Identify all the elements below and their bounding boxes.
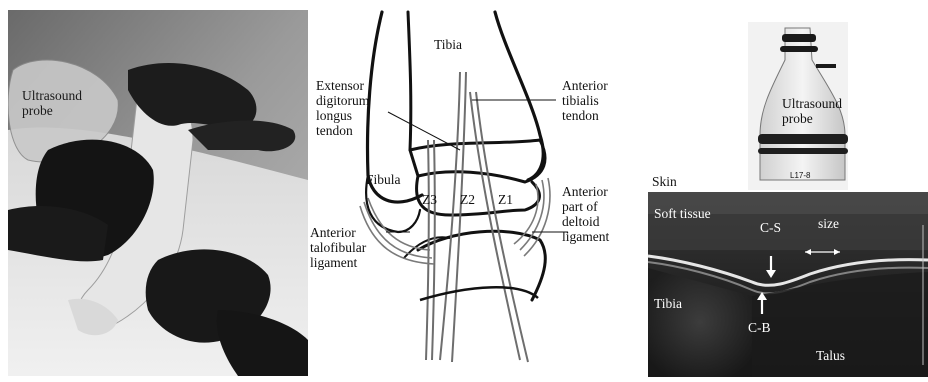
us-cs-label: C-S xyxy=(760,220,781,235)
probe-cable-band-1 xyxy=(782,34,816,42)
diagram-anterior-tibialis-label: Anterior tibialis tendon xyxy=(562,78,608,123)
us-soft-tissue-label: Soft tissue xyxy=(654,206,711,221)
talus-underside xyxy=(420,287,538,300)
tendon-tibialis-1 xyxy=(470,92,520,360)
examination-photo xyxy=(8,10,308,376)
us-probe-label: Ultrasound probe xyxy=(782,96,842,126)
diagram-talofibular-label: Anterior talofibular ligament xyxy=(310,225,366,270)
us-cb-label: C-B xyxy=(748,320,771,335)
us-skin-label: Skin xyxy=(652,174,677,189)
photo-probe-label: Ultrasound probe xyxy=(22,88,82,118)
probe-rubber-ring xyxy=(758,134,848,144)
us-talus-label: Talus xyxy=(816,348,845,363)
tibia-medial-edge xyxy=(495,12,543,180)
pointer-extensor xyxy=(388,112,460,150)
ankle-anatomy-diagram: Tibia Extensor digitorum longus tendon A… xyxy=(300,0,640,377)
zone-z3-label: Z3 xyxy=(422,192,437,207)
probe-rubber-ring-2 xyxy=(758,148,848,154)
diagram-tibia-label: Tibia xyxy=(434,37,462,52)
photo-panel: Ultrasound probe xyxy=(8,10,308,376)
us-size-label: size xyxy=(818,216,839,231)
diagram-deltoid-label: Anterior part of deltoid ligament xyxy=(562,184,609,244)
tibia-lateral-edge xyxy=(408,12,411,150)
us-tibia-label: Tibia xyxy=(654,296,682,311)
talus-lower xyxy=(418,231,545,300)
ultrasound-panel: Ultrasound probe L17-8 Skin Soft tissue … xyxy=(640,20,928,377)
diagram-fibula-label: Fibula xyxy=(366,172,401,187)
diagram-extensor-label: Extensor digitorum longus tendon xyxy=(316,78,369,138)
zone-z1-label: Z1 xyxy=(498,192,513,207)
ultrasound-figure xyxy=(640,20,928,377)
probe-model-marking: L17-8 xyxy=(790,168,810,183)
zone-z2-label: Z2 xyxy=(460,192,475,207)
tendon-tibialis-2 xyxy=(476,92,528,362)
probe-cable-band-2 xyxy=(780,46,818,52)
